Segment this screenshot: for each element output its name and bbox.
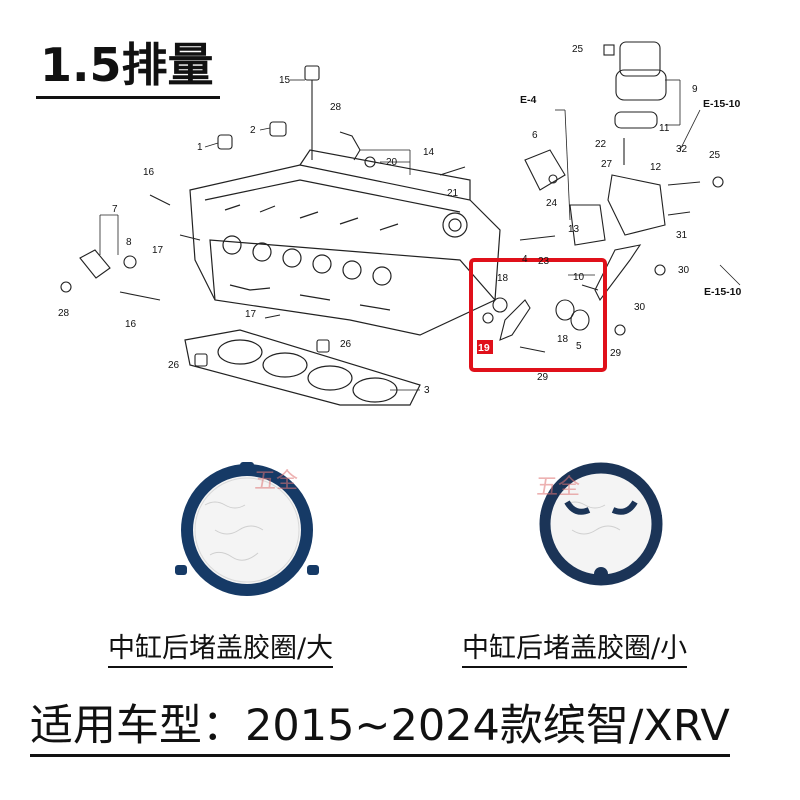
callout: 24 — [546, 198, 558, 209]
small-seal-ring-image — [539, 462, 663, 586]
callout: 8 — [126, 237, 132, 248]
callout: 16 — [125, 319, 137, 330]
callout: 9 — [692, 84, 698, 95]
callout: 20 — [386, 157, 398, 168]
leader-lines — [99, 79, 741, 391]
callout: 7 — [112, 204, 118, 215]
callout: 25 — [709, 150, 721, 161]
callout: 17 — [152, 245, 164, 256]
callout: 14 — [423, 147, 435, 158]
callout: 28 — [58, 308, 70, 319]
callout: 16 — [143, 167, 155, 178]
badge-19 — [477, 340, 493, 354]
left-small-parts — [60, 65, 556, 367]
callout: 18 — [497, 273, 509, 284]
callout: 2 — [250, 125, 256, 136]
callout: 15 — [279, 75, 291, 86]
callout: 12 — [650, 162, 662, 173]
parts-exploded-diagram: 1 2 3 4 5 6 7 8 9 10 11 12 13 14 15 16 1… — [58, 41, 742, 406]
callout: 3 — [424, 385, 430, 396]
callout: 21 — [447, 188, 459, 199]
callout: 10 — [573, 272, 585, 283]
callout: 30 — [678, 265, 690, 276]
callout: 26 — [340, 339, 352, 350]
callout-numbers: 1 2 3 4 5 6 7 8 9 10 11 12 13 14 15 16 1… — [58, 44, 721, 396]
callout: 25 — [572, 44, 584, 55]
callout: 19 — [478, 342, 490, 354]
callout: 17 — [245, 309, 257, 320]
highlight-parts-drawing — [482, 284, 599, 353]
highlight-box — [469, 258, 607, 372]
callout: 23 — [538, 256, 550, 267]
callout: 22 — [595, 139, 607, 150]
cylinder-head-drawing — [189, 149, 501, 336]
callout: 13 — [568, 224, 580, 235]
product-images: 五全 五全 — [175, 462, 663, 596]
callout: 6 — [532, 130, 538, 141]
callout: 27 — [601, 159, 613, 170]
ref-code: E-15-10 — [703, 98, 741, 110]
callout: 30 — [634, 302, 646, 313]
callout: 5 — [576, 341, 582, 352]
callout: 1 — [197, 142, 203, 153]
callout: 18 — [557, 334, 569, 345]
callout: 4 — [522, 254, 528, 265]
page-title: 1.5排量 — [36, 36, 220, 99]
watermark-text: 五全 — [536, 475, 580, 500]
head-gasket-drawing — [184, 329, 421, 406]
small-ring-label: 中缸后堵盖胶圈/小 — [462, 632, 688, 668]
callout: 31 — [676, 230, 688, 241]
callout: 26 — [168, 360, 180, 371]
callout: 29 — [610, 348, 622, 359]
egr-parts-drawing — [524, 41, 724, 336]
callout: 28 — [330, 102, 342, 113]
callout: 32 — [676, 144, 688, 155]
callout: 29 — [537, 372, 549, 383]
large-ring-label: 中缸后堵盖胶圈/大 — [108, 632, 334, 668]
fitment-text: 适用车型：2015~2024款缤智/XRV — [30, 698, 730, 757]
ref-code: E-15-10 — [704, 286, 742, 298]
ref-code: E-4 — [520, 94, 537, 106]
watermark-text: 五全 — [254, 469, 298, 494]
reference-codes: E-4 E-15-10 E-15-10 — [520, 94, 742, 298]
large-seal-ring-image — [175, 462, 319, 596]
callout: 11 — [659, 123, 670, 134]
